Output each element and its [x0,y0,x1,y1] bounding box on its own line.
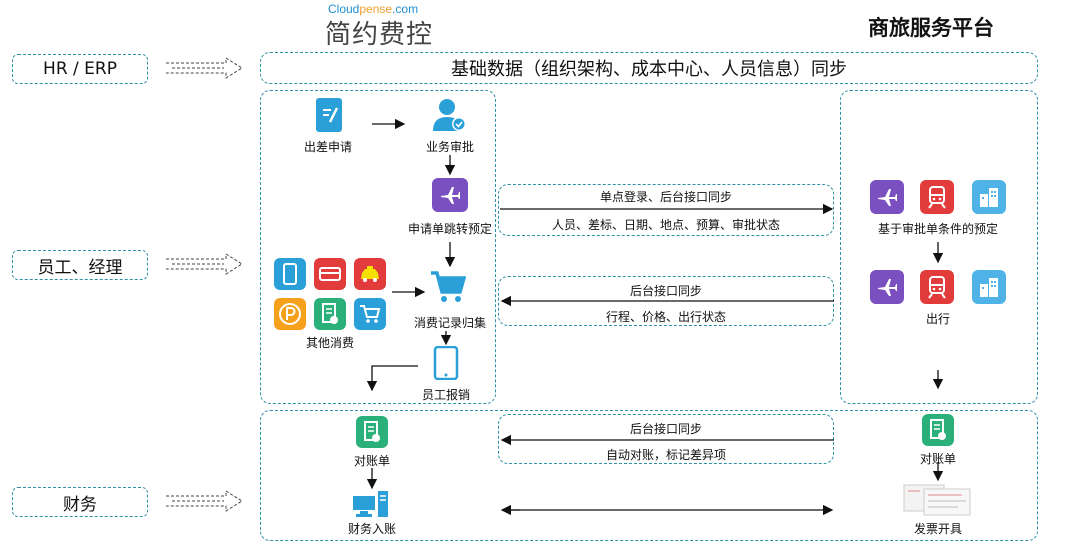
parking-icon [274,298,306,330]
statement-label-right: 对账单 [919,452,957,466]
flight-icon [432,178,468,212]
base-data-sync-banner: 基础数据（组织架构、成本中心、人员信息）同步 [260,52,1038,84]
itinerary-sync-detail: 行程、价格、出行状态 [605,310,727,324]
hotel-booking-icon [972,180,1006,214]
flow-arrow-staff [166,253,243,275]
sso-sync-box [498,184,834,236]
reconcile-sync-title: 后台接口同步 [629,422,703,436]
receipt-icon [314,298,346,330]
train-booking-icon [920,180,954,214]
reimbursement-label: 员工报销 [421,388,471,402]
statement-label-left: 对账单 [353,454,391,468]
role-finance: 财务 [12,487,148,517]
shopping-cart-small-icon [354,298,386,330]
shopping-cart-icon [430,270,467,304]
flow-arrow-hr [166,57,243,79]
computer-icon [352,490,392,518]
trip-request-label: 出差申请 [303,140,353,154]
sso-sync-title: 单点登录、后台接口同步 [599,190,733,204]
phone-icon [274,258,306,290]
invoice-label: 发票开具 [913,522,963,536]
other-spending-label: 其他消费 [305,336,355,350]
reconcile-sync-box [498,414,834,464]
hotel-travel-icon [972,270,1006,304]
finance-panel [260,410,1038,541]
invoice-image-icon [900,482,974,518]
cloudpense-panel [260,90,496,404]
flow-arrow-finance [166,490,243,512]
role-staff-manager: 员工、经理 [12,250,148,280]
itinerary-sync-title: 后台接口同步 [629,284,703,298]
brand-url: Cloudpense.com [328,2,419,16]
credit-card-icon [314,258,346,290]
expense-collect-label: 消费记录归集 [413,316,487,330]
travel-label: 出行 [925,312,951,326]
statement-icon-left [356,416,388,448]
booking-label: 基于审批单条件的预定 [877,222,999,236]
approval-label: 业务审批 [425,140,475,154]
role-hr-erp: HR / ERP [12,54,148,84]
approval-user-icon [432,98,468,132]
train-travel-icon [920,270,954,304]
taxi-icon [354,258,386,290]
tablet-icon [433,345,459,381]
brand-name: 简约费控 [325,19,434,49]
flight-booking-icon [870,180,904,214]
flight-travel-icon [870,270,904,304]
trip-request-icon [316,98,342,132]
statement-icon-right [922,414,954,446]
sso-sync-detail: 人员、差标、日期、地点、预算、审批状态 [551,218,781,232]
jump-booking-label: 申请单跳转预定 [407,222,493,236]
platform-title: 商旅服务平台 [868,16,994,40]
posting-label: 财务入账 [347,522,397,536]
reconcile-sync-detail: 自动对账，标记差异项 [605,448,727,462]
travel-platform-panel [840,90,1038,404]
